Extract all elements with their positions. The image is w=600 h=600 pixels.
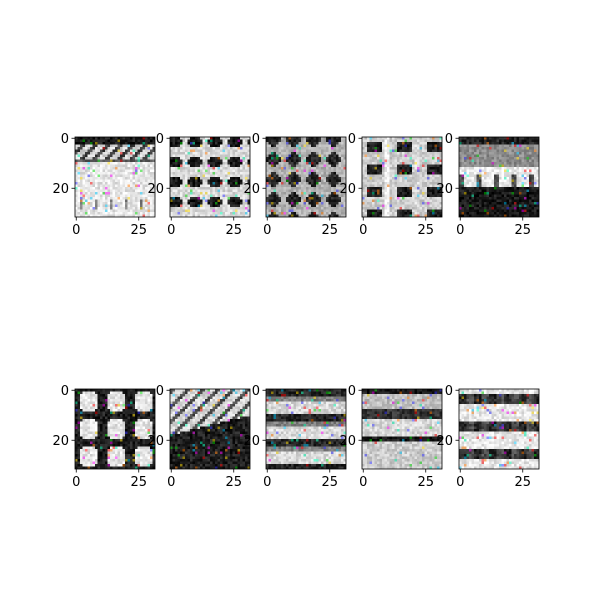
panel-pixels	[266, 137, 347, 218]
image-panel-5: 0 25 0 20	[436, 132, 540, 238]
y-tick-label: 0	[156, 132, 164, 147]
y-tick-label: 0	[445, 384, 453, 399]
x-tick-label: 25	[321, 223, 338, 238]
y-tick-label: 20	[147, 182, 164, 197]
x-tick-label: 25	[225, 223, 242, 238]
y-tick-label: 0	[252, 384, 260, 399]
x-tick-label: 0	[359, 223, 367, 238]
panel-frame	[169, 136, 251, 218]
x-tick-label: 0	[167, 223, 175, 238]
image-panel-2: 0 25 0 20	[147, 132, 251, 238]
panel-pixels	[459, 389, 540, 470]
x-tick-label: 0	[167, 475, 175, 490]
panel-frame	[458, 388, 540, 470]
x-tick-label: 0	[456, 223, 464, 238]
panel-pixels	[362, 137, 443, 218]
x-tick-label: 25	[417, 223, 434, 238]
x-tick-label: 25	[130, 475, 147, 490]
image-panel-6: 0 25 0 20	[52, 384, 156, 490]
image-panel-8: 0 25 0 20	[243, 384, 347, 490]
x-tick-label: 0	[72, 475, 80, 490]
x-tick-label: 0	[456, 475, 464, 490]
x-tick-label: 0	[359, 475, 367, 490]
image-panel-7: 0 25 0 20	[147, 384, 251, 490]
x-tick-label: 25	[417, 475, 434, 490]
panel-frame	[265, 388, 347, 470]
x-tick-label: 0	[263, 475, 271, 490]
y-tick-label: 0	[156, 384, 164, 399]
image-panel-10: 0 25 0 20	[436, 384, 540, 490]
panel-pixels	[170, 389, 251, 470]
image-panel-4: 0 25 0 20	[339, 132, 443, 238]
panel-pixels	[75, 389, 156, 470]
panel-frame	[458, 136, 540, 218]
panel-pixels	[362, 389, 443, 470]
y-tick-label: 20	[52, 182, 69, 197]
panel-pixels	[75, 137, 156, 218]
panel-frame	[74, 136, 156, 218]
y-tick-label: 20	[339, 434, 356, 449]
y-tick-label: 0	[61, 132, 69, 147]
panel-frame	[74, 388, 156, 470]
y-tick-label: 20	[436, 182, 453, 197]
y-tick-label: 20	[243, 182, 260, 197]
y-tick-label: 20	[147, 434, 164, 449]
x-tick-label: 25	[130, 223, 147, 238]
x-tick-label: 25	[321, 475, 338, 490]
y-tick-label: 20	[243, 434, 260, 449]
panel-frame	[361, 388, 443, 470]
panel-pixels	[459, 137, 540, 218]
y-tick-label: 0	[61, 384, 69, 399]
image-panel-9: 0 25 0 20	[339, 384, 443, 490]
y-tick-label: 0	[348, 384, 356, 399]
panel-frame	[169, 388, 251, 470]
image-panel-1: 0 25 0 20	[52, 132, 156, 238]
image-panel-3: 0 25 0 20	[243, 132, 347, 238]
panel-pixels	[266, 389, 347, 470]
y-tick-label: 20	[339, 182, 356, 197]
y-tick-label: 0	[445, 132, 453, 147]
y-tick-label: 0	[348, 132, 356, 147]
panel-pixels	[170, 137, 251, 218]
panel-frame	[361, 136, 443, 218]
y-tick-label: 20	[52, 434, 69, 449]
panel-frame	[265, 136, 347, 218]
y-tick-label: 20	[436, 434, 453, 449]
x-tick-label: 0	[263, 223, 271, 238]
y-tick-label: 0	[252, 132, 260, 147]
x-tick-label: 0	[72, 223, 80, 238]
x-tick-label: 25	[225, 475, 242, 490]
x-tick-label: 25	[514, 223, 531, 238]
x-tick-label: 25	[514, 475, 531, 490]
